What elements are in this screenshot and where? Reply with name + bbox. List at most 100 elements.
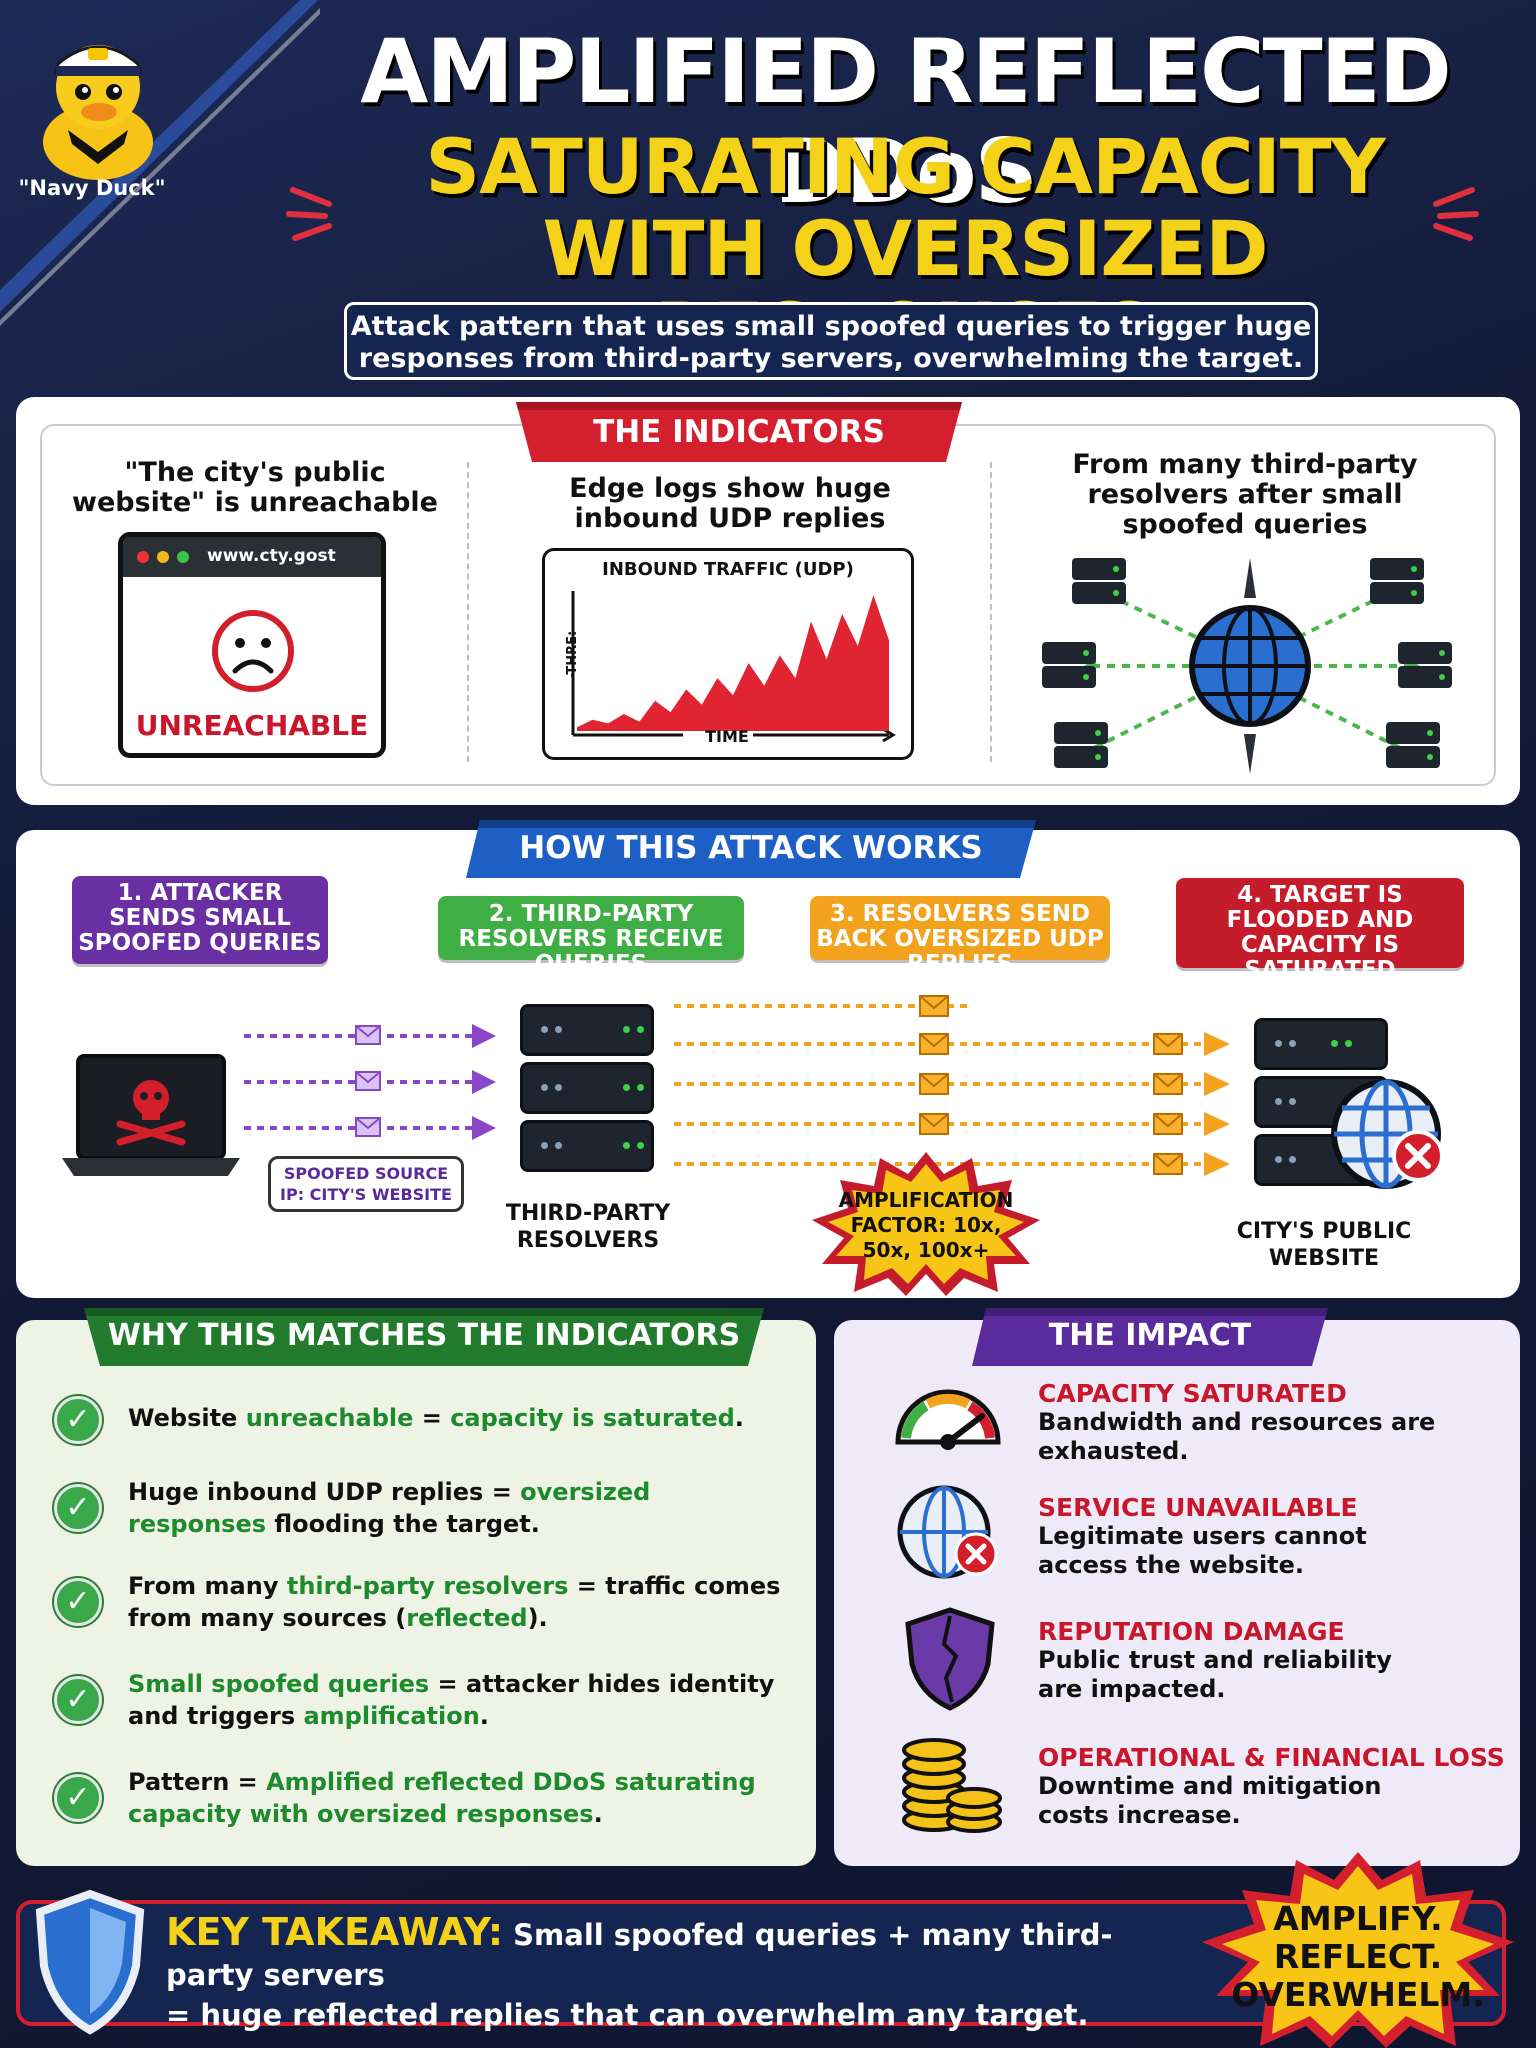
close-dot-icon (137, 551, 149, 563)
envelope-icon (1153, 1033, 1183, 1055)
impact-text: Public trust and reliability are impacte… (1038, 1646, 1392, 1703)
envelope-icon (919, 995, 949, 1017)
divider (990, 462, 992, 762)
globe-error-icon (897, 1485, 998, 1579)
check-icon: ✓ (54, 1774, 102, 1822)
envelope-icon (355, 1071, 381, 1091)
target-label: CITY'S PUBLIC WEBSITE (1236, 1219, 1412, 1271)
envelope-icon (919, 1073, 949, 1095)
spoofed-query-arrows (244, 1024, 496, 1140)
oversized-reply-arrows (674, 995, 1230, 1176)
divider (467, 462, 469, 762)
resolver-server-icon (520, 1120, 654, 1172)
target-globe-error-icon (1331, 1079, 1444, 1189)
takeaway-label: KEY TAKEAWAY: (166, 1910, 504, 1954)
attacker-laptop-icon (62, 1054, 240, 1176)
indicators-tab (516, 402, 962, 462)
mascot-caption: "Navy Duck" (18, 176, 166, 200)
coins-icon (902, 1738, 1002, 1833)
check-icon: ✓ (54, 1484, 102, 1532)
envelope-icon (1153, 1153, 1183, 1175)
takeaway-line2: = huge reflected replies that can overwh… (166, 1998, 1089, 2032)
takeaway-burst (1202, 1852, 1514, 2048)
gauge-icon (895, 1389, 1001, 1450)
shield-icon (35, 1889, 145, 2035)
resolver-server-icon (1042, 642, 1096, 688)
impact-text: Bandwidth and resources are exhausted. (1038, 1408, 1436, 1465)
resolvers-label: THIRD-PARTY RESOLVERS (505, 1201, 671, 1253)
corner-stripe (0, 0, 320, 326)
why-item: Small spoofed queries = attacker hides i… (128, 1670, 775, 1730)
envelope-icon (1153, 1113, 1183, 1135)
page-subtitle-line1: SATURATING CAPACITY (425, 122, 1385, 211)
amplification-burst (812, 1152, 1040, 1296)
impact-text: Downtime and mitigation costs increase. (1038, 1772, 1382, 1829)
impact-text: Legitimate users cannot access the websi… (1038, 1522, 1367, 1579)
step-4-label: 4. TARGET IS FLOODED AND CAPACITY IS SAT… (1176, 878, 1464, 983)
indicator-udp-text: Edge logs show huge inbound UDP replies (569, 473, 891, 534)
takeaway-banner (16, 1900, 1506, 2026)
envelope-icon (355, 1025, 381, 1045)
indicator-website-text: "The city's public website" is unreachab… (72, 457, 438, 518)
why-item: From many third-party resolvers = traffi… (128, 1572, 781, 1632)
udp-traffic-area (577, 595, 889, 731)
check-icon: ✓ (54, 1578, 102, 1626)
step-2-label: 2. THIRD-PARTY RESOLVERS RECEIVE QUERIES (438, 896, 744, 977)
envelope-icon (919, 1113, 949, 1135)
takeaway-burst-text: AMPLIFY.REFLECT.OVERWHELM. (1231, 1899, 1485, 2014)
resolver-server-icon (1054, 722, 1108, 768)
envelope-icon (919, 1033, 949, 1055)
browser-window: www.cty.gost UNREACHABLE (118, 532, 386, 758)
why-tab (84, 1308, 764, 1366)
maximize-dot-icon (177, 551, 189, 563)
how-tab (466, 820, 1036, 878)
resolver-server-icon (520, 1004, 654, 1056)
check-icon: ✓ (54, 1676, 102, 1724)
page-title: AMPLIFIED REFLECTED DDoS (360, 20, 1452, 223)
how-heading: HOW THIS ATTACK WORKS (519, 830, 983, 866)
check-icon: ✓ (54, 1396, 102, 1444)
indicator-resolvers-text: From many third-party resolvers after sm… (1072, 449, 1418, 540)
browser-titlebar: www.cty.gost (123, 537, 381, 577)
resolver-server-icon (1398, 642, 1452, 688)
why-heading: WHY THIS MATCHES THE INDICATORS (107, 1318, 741, 1353)
envelope-icon (1153, 1073, 1183, 1095)
impact-tab (972, 1308, 1328, 1366)
resolver-server-icon (1386, 722, 1440, 768)
spoofed-source-ip-label: SPOOFED SOURCE IP: CITY'S WEBSITE (268, 1156, 464, 1212)
chart-x-label: TIME (705, 727, 749, 746)
step-1-label: 1. ATTACKER SENDS SMALL SPOOFED QUERIES (72, 876, 328, 964)
globe-icon (1189, 558, 1311, 774)
impact-title: CAPACITY SATURATED (1038, 1379, 1347, 1408)
why-item: Website unreachable = capacity is satura… (128, 1404, 744, 1432)
indicators-heading: THE INDICATORS (593, 414, 885, 450)
browser-url: www.cty.gost (207, 546, 336, 566)
description-box: Attack pattern that uses small spoofed q… (344, 302, 1318, 380)
duck-mascot-icon (43, 45, 153, 180)
impact-title: SERVICE UNAVAILABLE (1038, 1493, 1358, 1522)
reflection-diagram (1042, 558, 1452, 774)
chart-title: INBOUND TRAFFIC (UDP) (602, 559, 854, 580)
resolver-server-icon (1370, 558, 1424, 604)
impact-title: OPERATIONAL & FINANCIAL LOSS (1038, 1743, 1505, 1772)
target-server-icon (1254, 1018, 1388, 1070)
why-panel (16, 1320, 816, 1866)
sad-face-icon (212, 610, 294, 692)
amplification-factor-label: AMPLIFICATION FACTOR: 10x, 50x, 100x+ (838, 1188, 1014, 1262)
resolver-server-icon (1072, 558, 1126, 604)
udp-traffic-chart: INBOUND TRAFFIC (UDP) -THRE: TIME (542, 548, 914, 760)
spark-left-icon (286, 187, 332, 241)
impact-heading: THE IMPACT (1048, 1318, 1252, 1353)
why-item: Huge inbound UDP replies = oversized res… (128, 1478, 651, 1538)
cracked-shield-icon (905, 1607, 995, 1711)
envelope-icon (355, 1117, 381, 1137)
step-3-label: 3. RESOLVERS SEND BACK OVERSIZED UDP REP… (810, 896, 1110, 977)
resolver-server-icon (520, 1062, 654, 1114)
takeaway-line1: Small spoofed queries + many third-party… (166, 1918, 1113, 1992)
why-item: Pattern = Amplified reflected DDoS satur… (128, 1768, 756, 1828)
chart-plot (571, 591, 896, 743)
unreachable-label: UNREACHABLE (135, 709, 369, 742)
minimize-dot-icon (157, 551, 169, 563)
impact-title: REPUTATION DAMAGE (1038, 1617, 1345, 1646)
takeaway-text: KEY TAKEAWAY: Small spoofed queries + ma… (166, 1912, 1186, 2035)
